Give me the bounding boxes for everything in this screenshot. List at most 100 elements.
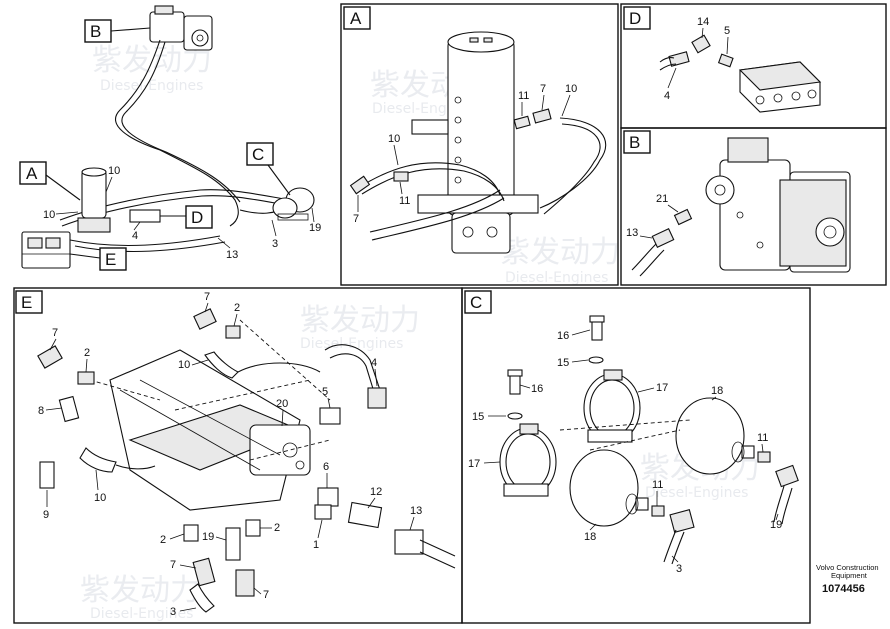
- panel-E-label-7d: 7: [263, 589, 269, 601]
- panel-C-label-18b: 18: [584, 531, 596, 543]
- elbow-fitting: [775, 464, 799, 488]
- elbow-fitting: [193, 308, 217, 330]
- panel-A-label-11b: 11: [518, 90, 529, 102]
- svg-text:C: C: [252, 145, 264, 164]
- washer: [588, 356, 604, 364]
- footer-company-sub: Equipment: [831, 571, 868, 580]
- panel-D-label-4: 4: [664, 90, 670, 102]
- panel-C-label-15b: 15: [472, 411, 484, 423]
- panel-D-title: D: [629, 9, 641, 28]
- watermark-subtext: Diesel-Engines: [90, 606, 193, 622]
- hose-end: [189, 583, 215, 613]
- panel-A-label-10b: 10: [565, 83, 577, 95]
- accumulator-upper: [675, 397, 755, 475]
- footer: Volvo Construction Equipment 1074456: [816, 563, 879, 595]
- swivel-joint: [411, 31, 539, 254]
- bolt-head: [589, 315, 605, 323]
- panel-D-label-5: 5: [724, 25, 730, 37]
- hose-end: [79, 447, 117, 473]
- panel-E-label-5: 5: [322, 386, 328, 398]
- callout-B[interactable]: B: [84, 19, 151, 43]
- panel-E-title: E: [21, 293, 32, 312]
- svg-text:E: E: [105, 250, 116, 269]
- panel-D-label-14: 14: [697, 16, 709, 28]
- callout-C[interactable]: C: [246, 142, 291, 196]
- hose-fitting: [394, 529, 424, 555]
- overview-label-10a: 10: [108, 165, 120, 177]
- panel-C-label-17a: 17: [656, 382, 668, 394]
- panel-E-label-2a: 2: [234, 302, 240, 314]
- panel-C-label-15a: 15: [557, 357, 569, 369]
- footer-drawing-number: 1074456: [822, 583, 865, 595]
- overview-label-3: 3: [272, 238, 278, 250]
- washer: [507, 412, 523, 420]
- panel-E-label-12: 12: [370, 486, 382, 498]
- panel-C-label-11a: 11: [757, 432, 768, 444]
- watermark-text: 紫发动力: [80, 573, 200, 608]
- nipple-fitting: [757, 451, 771, 463]
- elbow-fitting: [235, 569, 255, 597]
- panel-E-label-9: 9: [43, 509, 49, 521]
- callout-D[interactable]: D: [160, 205, 213, 229]
- panel-E-label-19: 19: [202, 531, 214, 543]
- footer-company: Volvo Construction: [816, 563, 879, 572]
- panel-D: D 14 5 4: [620, 3, 887, 129]
- accumulator-lower: [569, 449, 649, 527]
- nipple-fitting: [319, 407, 341, 425]
- panel-C-label-18a: 18: [711, 385, 723, 397]
- elbow-fitting: [691, 34, 711, 54]
- panel-E-label-7b: 7: [52, 327, 58, 339]
- callout-A[interactable]: A: [19, 161, 81, 201]
- fitting: [317, 487, 339, 507]
- tee-fitting: [347, 501, 383, 529]
- hose-end: [225, 527, 241, 561]
- elbow-fitting: [669, 509, 695, 533]
- hose-fitting: [668, 51, 690, 67]
- panel-C-label-17b: 17: [468, 458, 480, 470]
- panel-C: C: [461, 287, 811, 624]
- callout-E[interactable]: E: [69, 247, 127, 271]
- panel-C-label-11b: 11: [652, 479, 663, 491]
- nipple-fitting: [77, 371, 95, 385]
- nipple-fitting: [183, 524, 199, 542]
- panel-C-label-16a: 16: [557, 330, 569, 342]
- svg-text:B: B: [90, 22, 101, 41]
- bolt-head: [507, 369, 523, 377]
- panel-B-label-21: 21: [656, 193, 668, 205]
- panel-E-label-2b: 2: [84, 347, 90, 359]
- watermark-text: 紫发动力: [500, 235, 620, 270]
- panel-A: A 10 7 11: [340, 3, 619, 286]
- panel-A-label-7a: 7: [353, 213, 359, 225]
- watermark-text: 紫发动力: [300, 303, 420, 338]
- panel-C-label-16b: 16: [531, 383, 543, 395]
- panel-E-label-13: 13: [410, 505, 422, 517]
- elbow-fitting: [192, 557, 216, 587]
- overview-label-10b: 10: [43, 209, 55, 221]
- adapter-fitting: [58, 395, 80, 423]
- distribution-block: [738, 61, 822, 113]
- overview-panel: B A C D E 10 10 4 13 3: [19, 5, 321, 271]
- nipple-fitting: [717, 53, 734, 68]
- panel-C-title: C: [470, 293, 482, 312]
- panel-B-label-13: 13: [626, 227, 638, 239]
- panel-E-label-20: 20: [276, 398, 288, 410]
- overview-label-19: 19: [309, 222, 321, 234]
- panel-E-label-2c: 2: [160, 534, 166, 546]
- panel-E-label-7a: 7: [204, 291, 210, 303]
- watermark-layer: 紫发动力 Diesel-Engines 紫发动力 Diesel-Engines …: [80, 43, 760, 622]
- panel-E-label-8: 8: [38, 405, 44, 417]
- nipple-fitting: [245, 519, 261, 537]
- svg-text:D: D: [191, 208, 203, 227]
- panel-B: B 21 13: [620, 127, 887, 286]
- panel-E: E: [13, 287, 463, 624]
- panel-C-label-19: 19: [770, 519, 782, 531]
- hose-fitting: [651, 228, 675, 248]
- panel-E-label-10a: 10: [178, 359, 190, 371]
- overview-swivel: [77, 167, 111, 233]
- overview-label-4: 4: [132, 230, 138, 242]
- fitting: [314, 504, 332, 520]
- panel-E-label-1: 1: [313, 539, 319, 551]
- watermark-subtext: Diesel-Engines: [505, 270, 608, 286]
- svg-text:A: A: [26, 164, 38, 183]
